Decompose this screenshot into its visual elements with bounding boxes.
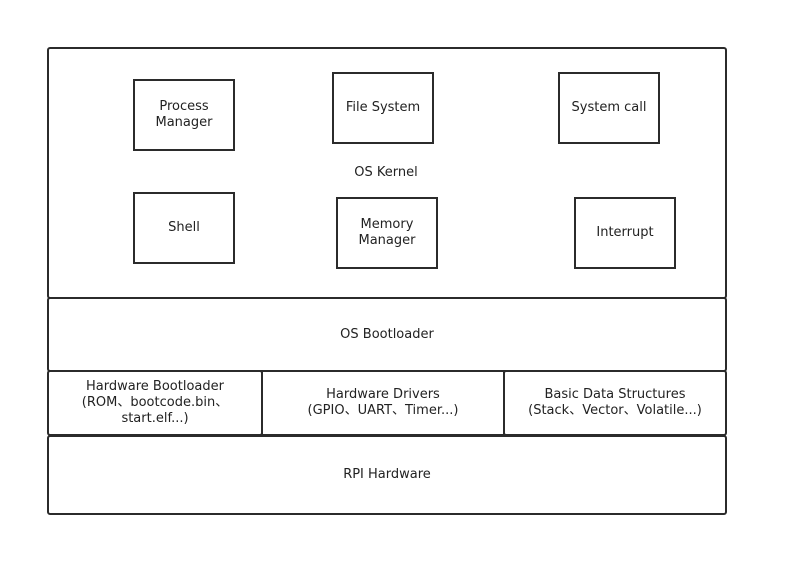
basic-data-structures-label: Basic Data Structures (Stack、Vector、Vola…	[528, 387, 702, 418]
process-manager-label: Process Manager	[155, 99, 213, 130]
system-call-label: System call	[571, 100, 647, 115]
os-bootloader-label: OS Bootloader	[340, 326, 434, 342]
file-system-label: File System	[345, 100, 421, 115]
rpi-hardware-label: RPI Hardware	[343, 467, 431, 482]
os-bootloader-layer: OS Bootloader	[47, 297, 727, 372]
shell-box: Shell	[133, 192, 235, 264]
system-call-box: System call	[558, 72, 660, 144]
hardware-bootloader-box: Hardware Bootloader (ROM、bootcode.bin、 s…	[47, 370, 263, 436]
hardware-bootloader-label: Hardware Bootloader (ROM、bootcode.bin、 s…	[81, 379, 229, 426]
hardware-drivers-label: Hardware Drivers (GPIO、UART、Timer...)	[307, 387, 459, 418]
process-manager-box: Process Manager	[133, 79, 235, 151]
memory-manager-box: Memory Manager	[336, 197, 438, 269]
hardware-drivers-box: Hardware Drivers (GPIO、UART、Timer...)	[261, 370, 505, 436]
memory-manager-label: Memory Manager	[358, 217, 416, 248]
shell-label: Shell	[168, 220, 200, 235]
file-system-box: File System	[332, 72, 434, 144]
interrupt-label: Interrupt	[596, 225, 654, 240]
interrupt-box: Interrupt	[574, 197, 676, 269]
rpi-hardware-layer: RPI Hardware	[47, 435, 727, 515]
basic-data-structures-box: Basic Data Structures (Stack、Vector、Vola…	[503, 370, 727, 436]
os-kernel-label: OS Kernel	[354, 165, 418, 180]
